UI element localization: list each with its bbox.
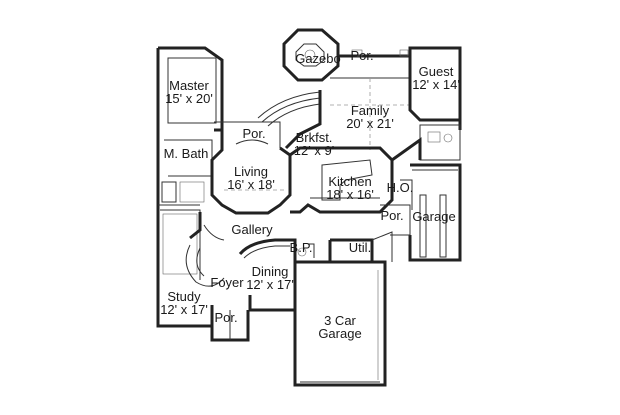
room-garage-porch-name: Por. — [380, 208, 403, 223]
room-dining-size: 12' x 17' — [246, 277, 294, 292]
room-master-size: 15' x 20' — [165, 91, 213, 106]
room-bp-name: B.P. — [290, 240, 313, 255]
room-kitchen-name: Kitchen — [328, 174, 371, 189]
room-dining-name: Dining — [252, 264, 289, 279]
room-gazebo-porch-name: Por. — [350, 48, 373, 63]
room-master-porch-name: Por. — [242, 126, 265, 141]
room-living-size: 16' x 18' — [227, 177, 275, 192]
room-brkfst-size: 12' x 9' — [294, 143, 334, 158]
room-study-size: 12' x 17' — [160, 302, 208, 317]
room-3car-garage-name: 3 Car — [324, 313, 356, 328]
room-family-name: Family — [351, 103, 390, 118]
room-m-bath-name: M. Bath — [164, 146, 209, 161]
room-3car-garage-size: Garage — [318, 326, 361, 341]
room-kitchen-size: 18' x 16' — [326, 187, 374, 202]
room-ho-name: H.O. — [387, 180, 414, 195]
room-guest-name: Guest — [419, 64, 454, 79]
room-entry-porch-name: Por. — [214, 310, 237, 325]
room-gazebo-name: Gazebo — [295, 51, 341, 66]
room-brkfst-name: Brkfst. — [296, 130, 333, 145]
room-master-name: Master — [169, 78, 209, 93]
room-util-name: Util. — [349, 240, 371, 255]
room-family-size: 20' x 21' — [346, 116, 394, 131]
room-labels: Gazebo Por. Guest 12' x 14' Master 15' x… — [160, 48, 460, 341]
room-gallery-name: Gallery — [231, 222, 273, 237]
room-living-name: Living — [234, 164, 268, 179]
room-guest-size: 12' x 14' — [412, 77, 460, 92]
room-study-name: Study — [167, 289, 201, 304]
room-garage-name: Garage — [412, 209, 455, 224]
room-foyer-name: Foyer — [210, 275, 244, 290]
walls — [156, 28, 462, 387]
